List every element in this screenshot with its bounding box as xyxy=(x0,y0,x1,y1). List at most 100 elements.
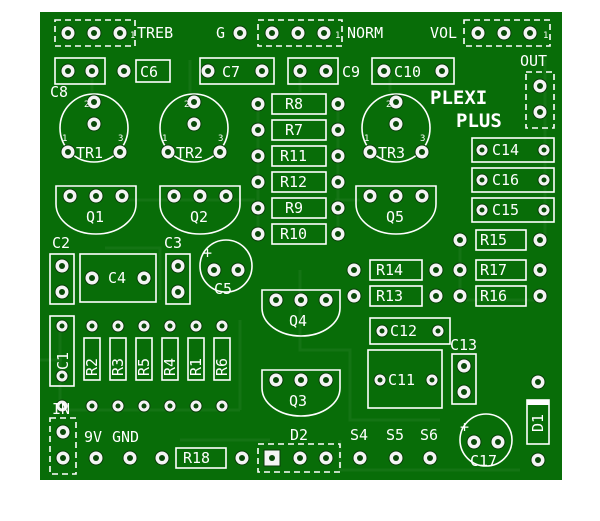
svg-text:3: 3 xyxy=(218,134,223,144)
c7-outline xyxy=(199,57,275,85)
c2-label: C2 xyxy=(52,234,70,252)
svg-text:+: + xyxy=(203,244,212,262)
c13-outline xyxy=(451,353,477,405)
q2-transistor xyxy=(159,185,241,235)
r6-label: R6 xyxy=(213,358,231,376)
r1-label: R1 xyxy=(187,358,205,376)
d2-header-outline xyxy=(257,443,341,473)
c9-outline xyxy=(287,57,339,85)
svg-text:3: 3 xyxy=(420,134,425,144)
c4-outline xyxy=(79,253,157,303)
vol-pot-pads xyxy=(470,25,538,41)
in-label: IN xyxy=(52,400,70,418)
s4-label: S4 xyxy=(350,426,368,444)
treb-label: TREB xyxy=(137,24,173,42)
c12-outline xyxy=(369,317,451,345)
s6-label: S6 xyxy=(420,426,438,444)
c2-outline xyxy=(49,253,75,305)
r18-label: R18 xyxy=(183,449,210,467)
c14-label: C14 xyxy=(492,141,519,159)
resistor-bank xyxy=(55,319,231,413)
c16-label: C16 xyxy=(492,171,519,189)
svg-text:2: 2 xyxy=(184,100,189,110)
tr3-trimmer: 2 1 3 xyxy=(361,93,431,163)
c13-label: C13 xyxy=(450,336,477,354)
c17-electrolytic: + xyxy=(459,413,513,467)
c17-label: C17 xyxy=(470,452,497,470)
c9-label: C9 xyxy=(342,63,360,81)
c15-label: C15 xyxy=(492,201,519,219)
c1-outline xyxy=(49,315,75,387)
vol-label: VOL xyxy=(430,24,457,42)
vol-pot-outline xyxy=(463,19,551,47)
c11-label: C11 xyxy=(388,371,415,389)
out-label: OUT xyxy=(520,52,547,70)
treb-pin1-label: 1 xyxy=(130,31,135,41)
r5-label: R5 xyxy=(135,358,153,376)
r18-body xyxy=(175,447,227,469)
q3-transistor xyxy=(261,369,341,417)
q5-label: Q5 xyxy=(386,208,404,226)
svg-text:2: 2 xyxy=(84,100,89,110)
norm-pin1-label: 1 xyxy=(335,31,340,41)
right-cap-column xyxy=(471,137,555,223)
center-resistors xyxy=(346,259,444,307)
9v-label: 9V xyxy=(84,428,102,446)
tr2-label: TR2 xyxy=(176,144,203,162)
c3-label: C3 xyxy=(164,234,182,252)
q5-transistor xyxy=(355,185,437,235)
r12-label: R12 xyxy=(280,173,307,191)
out-header-outline xyxy=(525,71,555,129)
c7-label: C7 xyxy=(222,63,240,81)
tr1-trimmer: 2 1 3 xyxy=(59,93,129,163)
r7-label: R7 xyxy=(285,121,303,139)
right-resistors xyxy=(452,229,548,307)
c10-outline xyxy=(371,57,455,85)
r9-label: R9 xyxy=(285,199,303,217)
c12-label: C12 xyxy=(390,322,417,340)
svg-text:2: 2 xyxy=(386,100,391,110)
r3-label: R3 xyxy=(109,358,127,376)
treb-pot-pads xyxy=(60,25,128,41)
q3-label: Q3 xyxy=(289,392,307,410)
svg-text:+: + xyxy=(460,418,469,436)
tr3-label: TR3 xyxy=(378,144,405,162)
c4-label: C4 xyxy=(108,269,126,287)
c5-electrolytic: + xyxy=(199,239,253,293)
r17-label: R17 xyxy=(480,261,507,279)
gnd-label: GND xyxy=(112,428,139,446)
norm-pot-pads xyxy=(264,25,332,41)
c3-outline xyxy=(165,253,191,305)
q1-label: Q1 xyxy=(86,208,104,226)
r11-label: R11 xyxy=(280,147,307,165)
r2-label: R2 xyxy=(83,358,101,376)
svg-text:3: 3 xyxy=(118,134,123,144)
g-label: G xyxy=(216,24,225,42)
c5-label: C5 xyxy=(214,280,232,298)
c1-label: C1 xyxy=(54,352,72,370)
r15-label: R15 xyxy=(480,231,507,249)
d1-diode xyxy=(526,374,550,468)
r14-label: R14 xyxy=(376,261,403,279)
r8-label: R8 xyxy=(285,95,303,113)
c10-label: C10 xyxy=(394,63,421,81)
q4-transistor xyxy=(261,289,341,337)
svg-text:1: 1 xyxy=(364,134,369,144)
norm-pot-outline xyxy=(257,19,343,47)
d2-label: D2 xyxy=(290,426,308,444)
c8-outline xyxy=(54,57,106,85)
title-plexi: PLEXI xyxy=(430,87,487,109)
r16-label: R16 xyxy=(480,287,507,305)
c11-outline xyxy=(367,349,443,409)
svg-text:1: 1 xyxy=(62,134,67,144)
r13-label: R13 xyxy=(376,287,403,305)
q2-label: Q2 xyxy=(190,208,208,226)
treb-pot-outline xyxy=(54,19,136,47)
resistor-column xyxy=(250,93,346,245)
vol-pin1-label: 1 xyxy=(543,31,548,41)
title-plus: PLUS xyxy=(456,110,502,132)
d1-label: D1 xyxy=(529,414,547,432)
q4-label: Q4 xyxy=(289,312,307,330)
